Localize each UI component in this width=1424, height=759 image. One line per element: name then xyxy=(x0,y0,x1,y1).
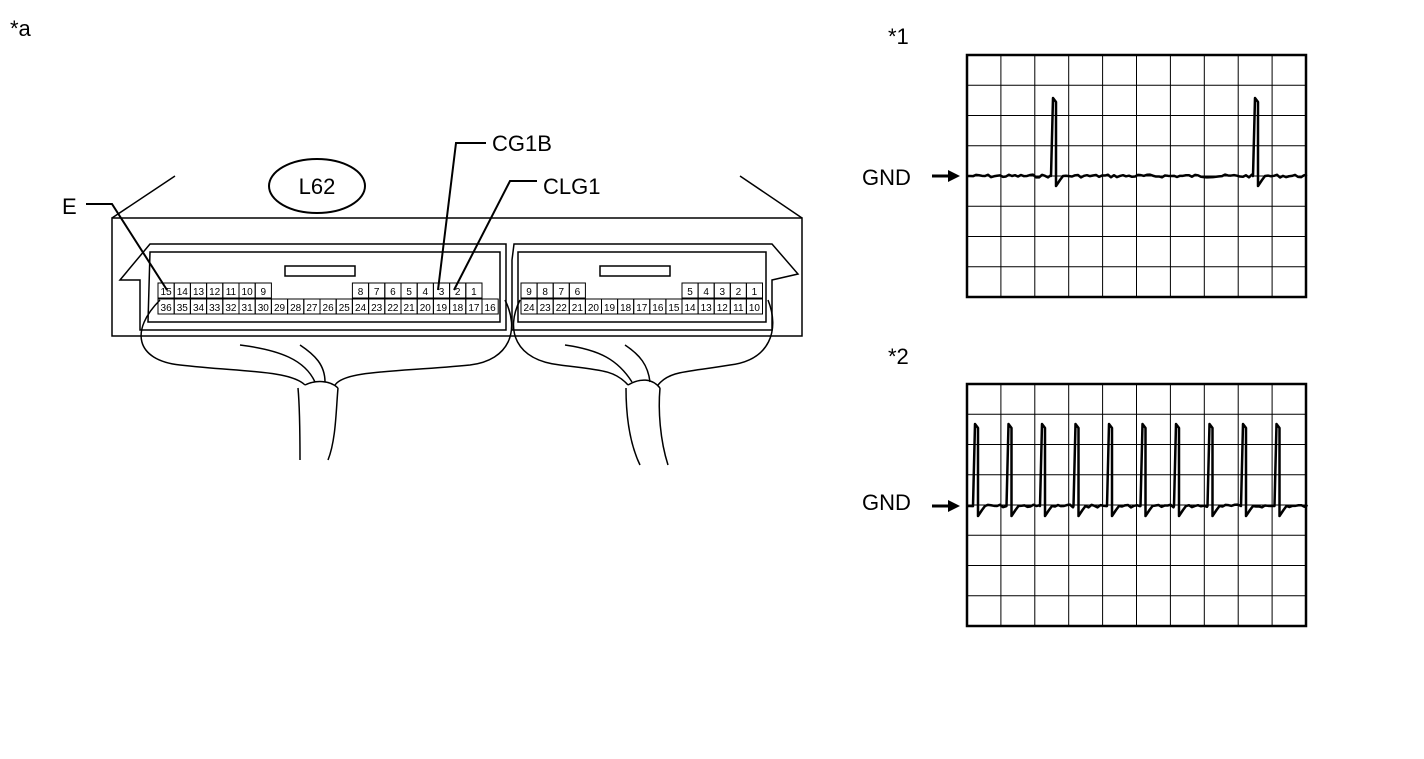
pin-cell xyxy=(465,282,483,299)
oscilloscope-1 xyxy=(965,53,1308,299)
pin-number: 23 xyxy=(371,303,383,314)
ecu-body xyxy=(111,175,803,337)
pin-number: 9 xyxy=(526,287,532,298)
figure-a-label: *a xyxy=(10,16,32,41)
pin-number: 32 xyxy=(225,303,237,314)
pin-number: 3 xyxy=(719,287,725,298)
pin-number: 11 xyxy=(226,287,237,298)
pin-number: 13 xyxy=(701,303,713,314)
pin-number: 4 xyxy=(423,287,429,298)
pin-number: 15 xyxy=(668,303,680,314)
pin-number: 12 xyxy=(209,287,221,298)
pin-number: 11 xyxy=(733,303,744,314)
pin-cell xyxy=(745,282,764,299)
pin-number: 5 xyxy=(406,287,412,298)
pin-number: 4 xyxy=(703,287,709,298)
pin-cell xyxy=(745,298,764,315)
pin-number: 28 xyxy=(290,303,302,314)
pin-number: 16 xyxy=(485,303,497,314)
waveform-trace xyxy=(966,422,1309,518)
pin-number: 1 xyxy=(752,287,758,298)
pin-number: 31 xyxy=(242,303,254,314)
gnd-label-2: GND xyxy=(862,490,911,515)
scope2-marker: *2 xyxy=(888,344,909,369)
pin-number: 1 xyxy=(471,287,477,298)
pin-number: 5 xyxy=(687,287,693,298)
pin-number: 15 xyxy=(161,287,173,298)
pin-number: 18 xyxy=(620,303,632,314)
pin-number: 25 xyxy=(339,303,351,314)
pin-number: 30 xyxy=(258,303,270,314)
pin-number: 21 xyxy=(404,303,416,314)
pin-number: 22 xyxy=(556,303,568,314)
pin-number: 7 xyxy=(374,287,380,298)
pin-number: 36 xyxy=(161,303,173,314)
pin-number: 12 xyxy=(717,303,729,314)
pin-number: 24 xyxy=(523,303,535,314)
pin-number: 21 xyxy=(572,303,584,314)
pin-e-label: E xyxy=(62,194,77,219)
pin-cell xyxy=(568,282,586,299)
arrow-icon xyxy=(932,170,960,182)
waveform-trace xyxy=(966,96,1308,188)
scope1-marker: *1 xyxy=(888,24,909,49)
pin-number: 2 xyxy=(455,287,461,298)
arrow-icon xyxy=(932,500,960,512)
leader-lines xyxy=(86,142,537,291)
pin-number: 6 xyxy=(390,287,396,298)
pin-number: 19 xyxy=(604,303,616,314)
pin-clg1-label: CLG1 xyxy=(543,174,600,199)
pin-cell xyxy=(254,282,272,299)
pin-number: 24 xyxy=(355,303,367,314)
pin-number: 14 xyxy=(684,303,696,314)
oscilloscope-2 xyxy=(965,382,1309,628)
pin-number: 29 xyxy=(274,303,286,314)
pin-number: 6 xyxy=(575,287,581,298)
pin-number: 18 xyxy=(452,303,464,314)
pin-cg1b-label: CG1B xyxy=(492,131,552,156)
pin-number: 17 xyxy=(468,303,480,314)
wire-harness xyxy=(140,299,774,466)
pin-number: 35 xyxy=(177,303,189,314)
pin-number: 20 xyxy=(588,303,600,314)
pin-number: 16 xyxy=(652,303,664,314)
pin-number: 26 xyxy=(323,303,335,314)
pin-number: 17 xyxy=(636,303,648,314)
pin-number: 8 xyxy=(358,287,364,298)
pin-number: 9 xyxy=(261,287,267,298)
pin-number: 2 xyxy=(736,287,742,298)
pin-number: 10 xyxy=(242,287,254,298)
pin-number: 7 xyxy=(558,287,564,298)
connector-id-oval xyxy=(268,158,366,214)
pin-number: 10 xyxy=(749,303,761,314)
gnd-label-1: GND xyxy=(862,165,911,190)
pin-number: 27 xyxy=(306,303,318,314)
pin-number: 20 xyxy=(420,303,432,314)
pin-number: 13 xyxy=(193,287,205,298)
pin-number: 22 xyxy=(387,303,399,314)
pin-number: 23 xyxy=(540,303,552,314)
pin-number: 14 xyxy=(177,287,189,298)
pin-number: 34 xyxy=(193,303,205,314)
pin-number: 8 xyxy=(542,287,548,298)
connector-id-label: L62 xyxy=(299,174,336,199)
pin-number: 3 xyxy=(439,287,445,298)
pin-number: 33 xyxy=(209,303,221,314)
pin-number: 19 xyxy=(436,303,448,314)
pin-cell xyxy=(481,298,499,315)
